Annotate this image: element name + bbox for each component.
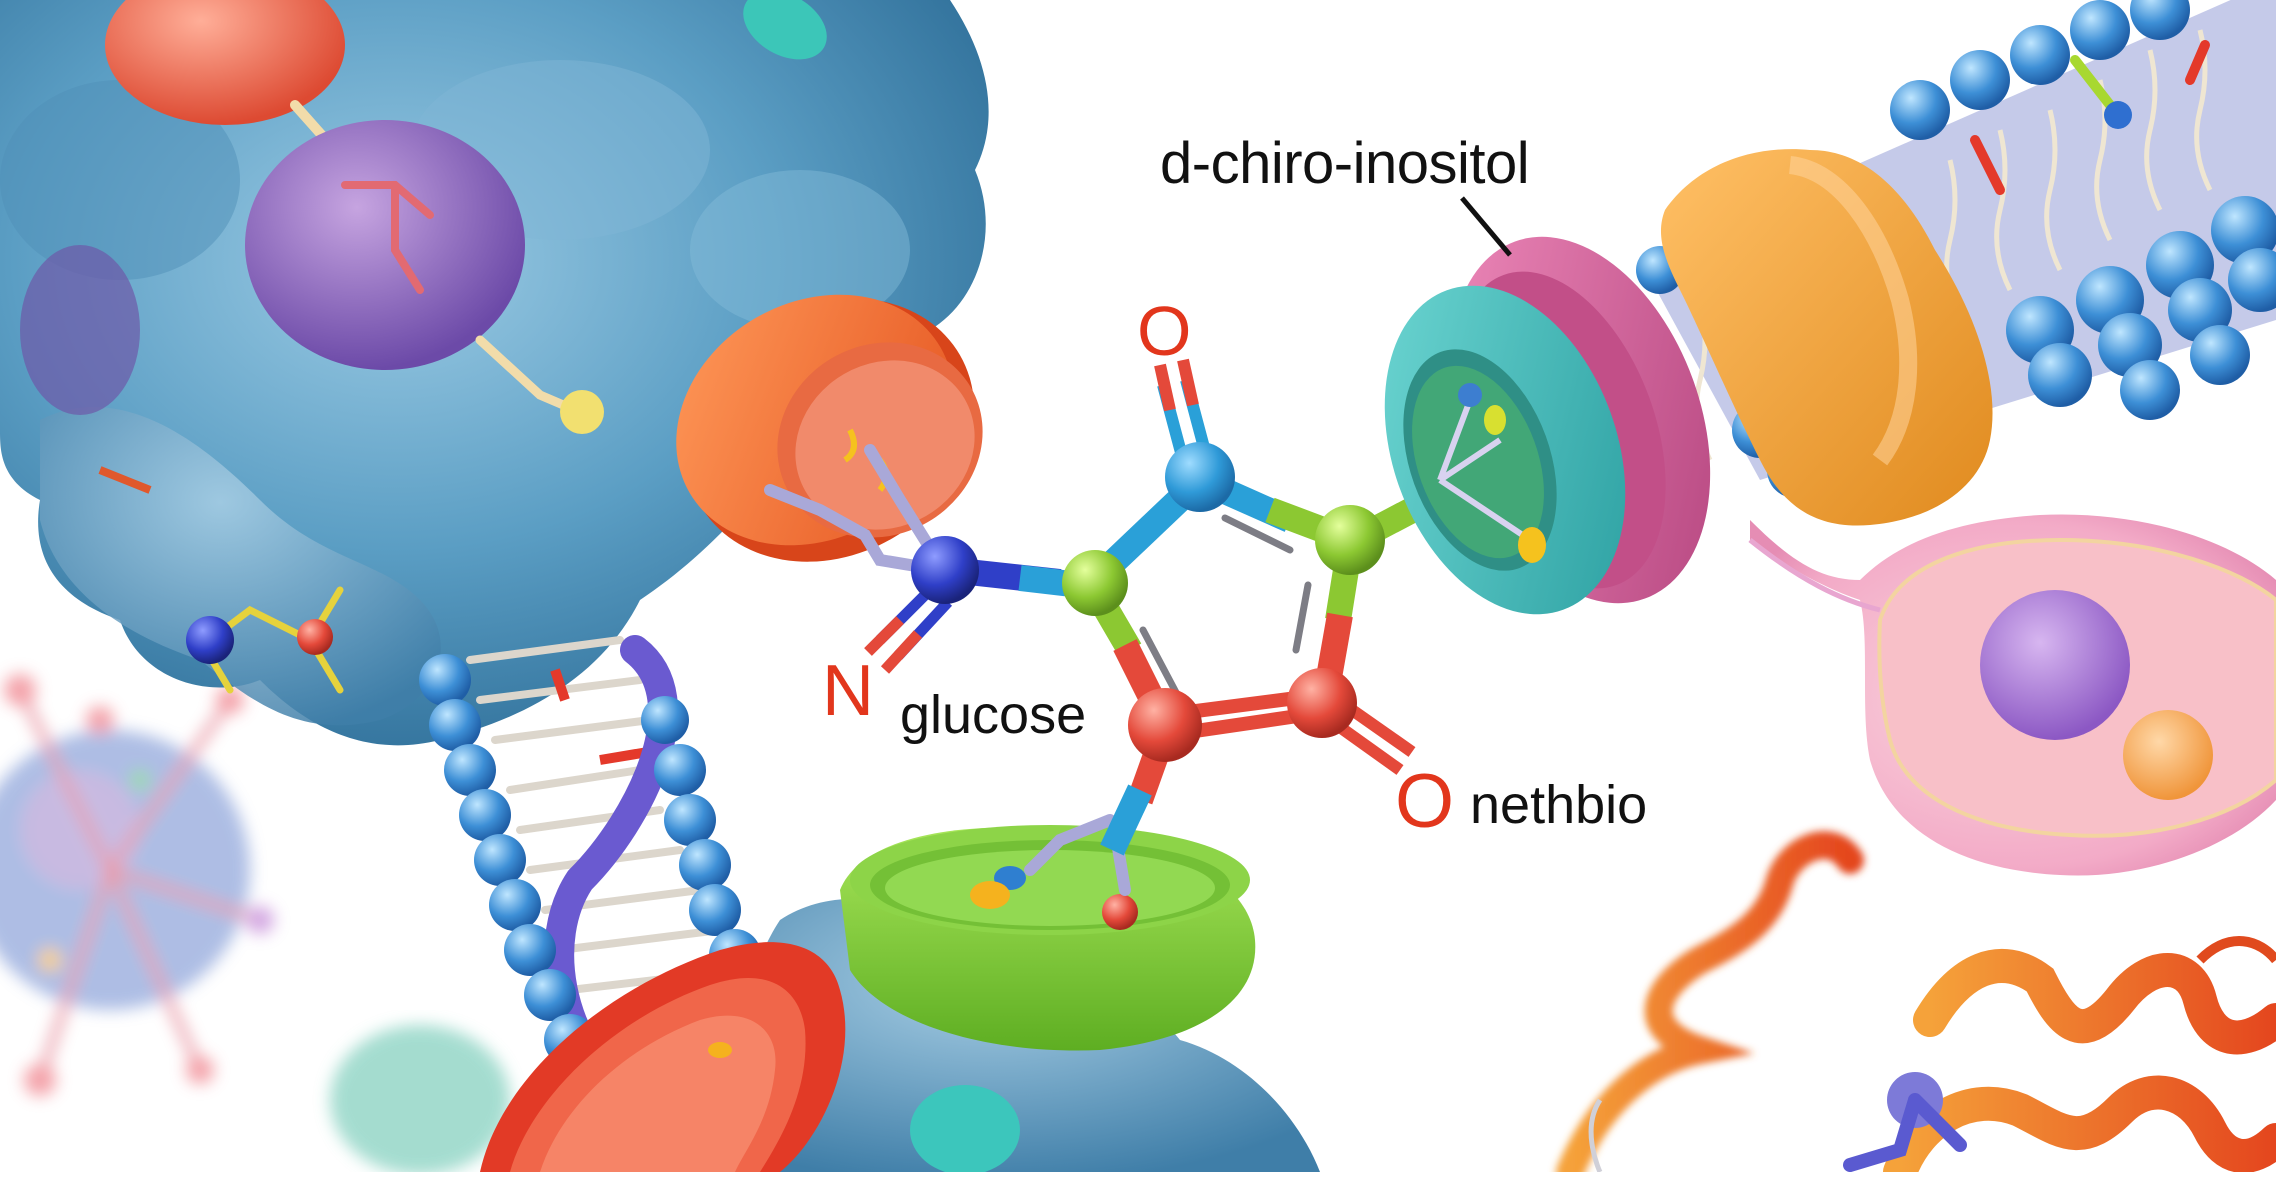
leader-line (1460, 196, 1512, 257)
cell (1748, 514, 2276, 876)
label-d-chiro-inositol: d-chiro-inositol (1160, 131, 1530, 196)
label-nethbio: nethbio (1470, 775, 1648, 835)
teal-capsule (743, 0, 827, 60)
dna-double-helix (419, 635, 774, 1105)
yellow-ball (560, 390, 604, 434)
nucleus (1980, 590, 2130, 740)
blurred-teal-ball (330, 1025, 510, 1175)
green-ring-disc (840, 825, 1256, 1051)
small-molecule-in-blob (186, 586, 344, 694)
atom-label-oxygen-top: O (1137, 292, 1192, 370)
atom-label-oxygen-bottom: O (1395, 759, 1455, 844)
atom-green-2 (1315, 505, 1385, 575)
teal-ring-disc (1384, 285, 1626, 615)
atom-red-left (1128, 688, 1202, 762)
label-glucose: glucose (900, 685, 1087, 745)
red-stick (98, 466, 152, 494)
red-ring-disc (480, 942, 846, 1172)
orange-vesicle (2123, 710, 2213, 800)
atom-nitrogen (911, 536, 979, 604)
atom-label-nitrogen: N (822, 651, 874, 731)
blurred-virus (0, 674, 274, 1096)
atom-blue-top (1165, 442, 1235, 512)
purple-inner-ball (20, 245, 140, 415)
atom-red-right (1287, 668, 1357, 738)
purple-sphere (245, 120, 525, 370)
atom-green-1 (1062, 550, 1128, 616)
red-sphere (105, 0, 345, 125)
orange-membrane-protein (1660, 149, 1993, 526)
alpha-helix-ribbon (1556, 831, 2276, 1177)
